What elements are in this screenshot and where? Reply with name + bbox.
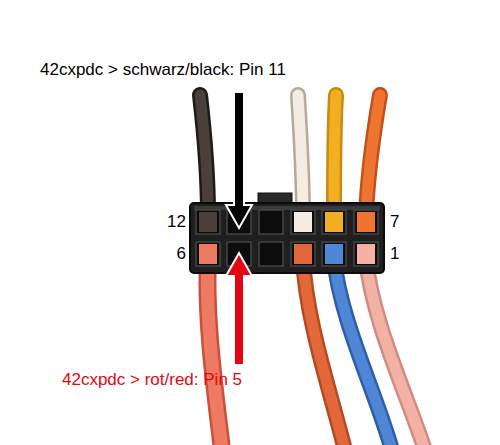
pin-cavity — [322, 242, 346, 266]
pin-callout: 42cxpdc > schwarz/black: Pin 11 — [40, 60, 286, 80]
red-arrow — [226, 253, 252, 365]
pin-cavity — [354, 210, 378, 234]
pin-number: 7 — [390, 212, 399, 232]
pin-cavity — [322, 210, 346, 234]
top-wires — [200, 95, 380, 215]
pin-cavity — [196, 242, 220, 266]
pin-number: 6 — [177, 244, 186, 264]
wire-ends — [199, 212, 375, 264]
pin-cavity — [196, 210, 220, 234]
pin-number: 12 — [167, 212, 186, 232]
pin-number: 1 — [390, 244, 399, 264]
pin-cavity — [259, 210, 283, 234]
pin-cavity — [259, 242, 283, 266]
pin-cavity — [354, 242, 378, 266]
pin-cavity — [291, 242, 315, 266]
black-arrow — [226, 92, 252, 228]
pin-callout: 42cxpdc > rot/red: Pin 5 — [62, 370, 242, 390]
connector-housing — [190, 193, 384, 273]
pin-cavities — [196, 210, 378, 266]
pin-cavity — [291, 210, 315, 234]
